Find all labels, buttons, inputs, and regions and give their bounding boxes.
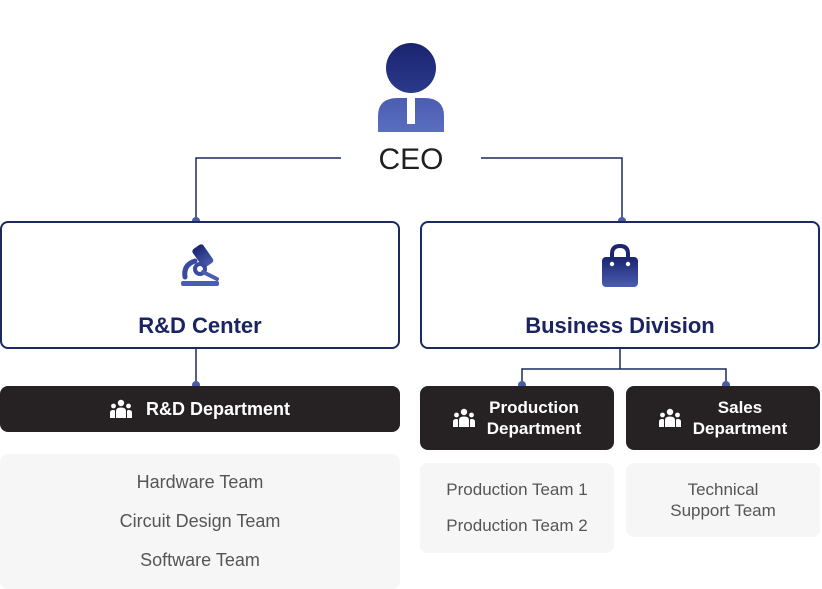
rd-department-header: R&D Department — [0, 386, 400, 432]
production-department-label: Production Department — [486, 398, 582, 438]
list-item: Hardware Team — [136, 472, 264, 492]
production-team-list: Production Team 1 Production Team 2 — [420, 463, 614, 553]
sales-department-header: Sales Department — [626, 386, 820, 450]
list-item: Circuit Design Team — [119, 511, 281, 531]
production-department-header: Production Department — [420, 386, 614, 450]
shopping-bag-icon — [597, 243, 643, 289]
rd-team-list: Hardware Team Circuit Design Team Softwa… — [0, 454, 400, 589]
list-item: Production Team 1 — [446, 480, 588, 499]
ceo-label: CEO — [341, 138, 481, 182]
list-item: Software Team — [140, 550, 260, 570]
business-division-title: Business Division — [525, 313, 715, 338]
list-item: Technical Support Team — [670, 480, 776, 520]
people-icon — [109, 399, 132, 418]
ceo-person-icon — [376, 42, 446, 134]
list-item: Production Team 2 — [446, 516, 588, 535]
rd-department-label: R&D Department — [145, 398, 291, 419]
rd-center-title: R&D Center — [138, 313, 262, 338]
connector-ceo-business — [474, 157, 623, 221]
people-icon — [452, 408, 475, 427]
business-division-box: Business Division — [420, 221, 820, 349]
microscope-icon — [177, 243, 223, 289]
people-icon — [658, 408, 681, 427]
sales-department-label: Sales Department — [692, 398, 788, 438]
connector-business-branch — [521, 368, 727, 386]
connector-ceo-rd-center — [195, 157, 349, 221]
rd-center-box: R&D Center — [0, 221, 400, 349]
sales-team-list: Technical Support Team — [626, 463, 820, 537]
